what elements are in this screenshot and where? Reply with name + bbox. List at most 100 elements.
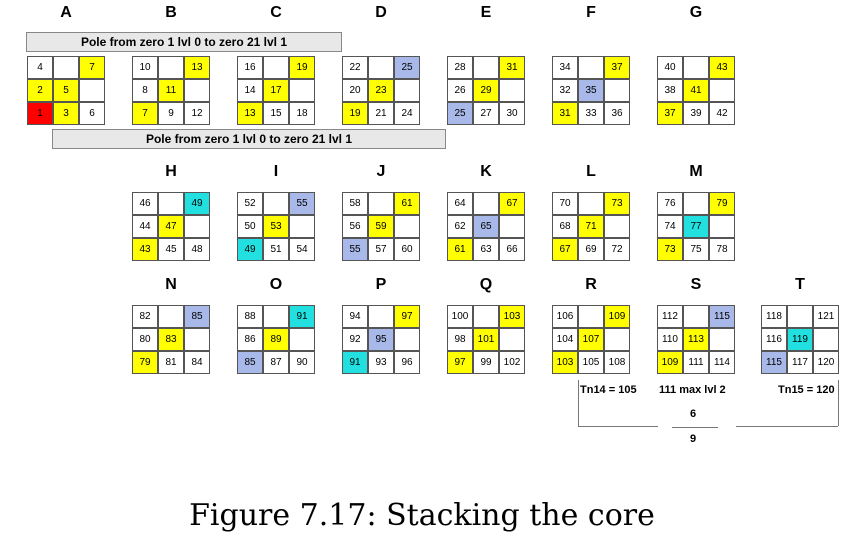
group-label-l: L <box>586 163 596 180</box>
cell-q-2-0: 97 <box>447 351 473 374</box>
group-label-j: J <box>376 163 386 180</box>
cell-e-2-1: 27 <box>473 102 499 125</box>
group-label-t: T <box>795 276 805 293</box>
cell-n-0-1 <box>158 305 184 328</box>
cell-p-0-0: 94 <box>342 305 368 328</box>
cell-e-2-2: 30 <box>499 102 525 125</box>
cell-i-0-1 <box>263 192 289 215</box>
cell-n-2-2: 84 <box>184 351 210 374</box>
cell-p-0-2: 97 <box>394 305 420 328</box>
cell-i-2-1: 51 <box>263 238 289 261</box>
cell-b-0-0: 10 <box>132 56 158 79</box>
cell-d-1-1: 23 <box>368 79 394 102</box>
cell-j-1-1: 59 <box>368 215 394 238</box>
cell-g-0-0: 40 <box>657 56 683 79</box>
cell-q-1-2 <box>499 328 525 351</box>
cell-j-0-2: 61 <box>394 192 420 215</box>
cell-m-0-2: 79 <box>709 192 735 215</box>
cell-s-2-1: 111 <box>683 351 709 374</box>
cell-t-1-0: 116 <box>761 328 787 351</box>
cell-r-1-1: 107 <box>578 328 604 351</box>
cell-e-1-0: 26 <box>447 79 473 102</box>
cell-d-0-1 <box>368 56 394 79</box>
cell-j-0-0: 58 <box>342 192 368 215</box>
cell-p-2-2: 96 <box>394 351 420 374</box>
cell-b-2-1: 9 <box>158 102 184 125</box>
cell-k-0-2: 67 <box>499 192 525 215</box>
cell-o-0-0: 88 <box>237 305 263 328</box>
cell-q-1-1: 101 <box>473 328 499 351</box>
group-label-d: D <box>375 4 387 21</box>
group-label-i: I <box>273 163 279 180</box>
cell-k-1-2 <box>499 215 525 238</box>
cell-r-1-2 <box>604 328 630 351</box>
cell-t-1-2 <box>813 328 839 351</box>
cell-n-1-2 <box>184 328 210 351</box>
cell-h-2-2: 48 <box>184 238 210 261</box>
cell-o-0-2: 91 <box>289 305 315 328</box>
cell-o-2-0: 85 <box>237 351 263 374</box>
cell-r-2-1: 105 <box>578 351 604 374</box>
cell-g-2-2: 42 <box>709 102 735 125</box>
cell-a-0-1 <box>53 56 79 79</box>
cell-f-2-1: 33 <box>578 102 604 125</box>
cell-t-2-2: 120 <box>813 351 839 374</box>
cell-f-2-0: 31 <box>552 102 578 125</box>
cell-j-2-2: 60 <box>394 238 420 261</box>
group-label-h: H <box>165 163 177 180</box>
cell-k-0-0: 64 <box>447 192 473 215</box>
cell-t-1-1: 119 <box>787 328 813 351</box>
cell-i-0-2: 55 <box>289 192 315 215</box>
cell-d-1-2 <box>394 79 420 102</box>
cell-q-1-0: 98 <box>447 328 473 351</box>
cell-e-2-0: 25 <box>447 102 473 125</box>
cell-l-1-1: 71 <box>578 215 604 238</box>
cell-d-0-2: 25 <box>394 56 420 79</box>
cell-h-1-2 <box>184 215 210 238</box>
cell-f-1-0: 32 <box>552 79 578 102</box>
group-label-g: G <box>689 4 703 21</box>
cell-h-2-1: 45 <box>158 238 184 261</box>
cell-b-0-1 <box>158 56 184 79</box>
cell-r-0-0: 106 <box>552 305 578 328</box>
cell-c-0-2: 19 <box>289 56 315 79</box>
cell-c-0-0: 16 <box>237 56 263 79</box>
cell-q-2-2: 102 <box>499 351 525 374</box>
cell-s-1-1: 113 <box>683 328 709 351</box>
cell-n-0-2: 85 <box>184 305 210 328</box>
group-label-b: B <box>165 4 177 21</box>
cell-t-2-0: 115 <box>761 351 787 374</box>
cell-i-1-2 <box>289 215 315 238</box>
cell-s-0-2: 115 <box>709 305 735 328</box>
cell-p-1-0: 92 <box>342 328 368 351</box>
cell-p-2-1: 93 <box>368 351 394 374</box>
cell-q-0-0: 100 <box>447 305 473 328</box>
cell-k-2-0: 61 <box>447 238 473 261</box>
group-label-n: N <box>165 276 177 293</box>
cell-h-2-0: 43 <box>132 238 158 261</box>
cell-b-2-2: 12 <box>184 102 210 125</box>
cell-j-1-0: 56 <box>342 215 368 238</box>
cell-m-1-1: 77 <box>683 215 709 238</box>
cell-k-1-0: 62 <box>447 215 473 238</box>
cell-g-2-1: 39 <box>683 102 709 125</box>
cell-i-1-1: 53 <box>263 215 289 238</box>
group-label-q: Q <box>479 276 493 293</box>
note-six: 6 <box>690 408 697 420</box>
cell-h-1-0: 44 <box>132 215 158 238</box>
group-label-m: M <box>689 163 703 180</box>
cell-a-2-2: 6 <box>79 102 105 125</box>
cell-l-0-0: 70 <box>552 192 578 215</box>
cell-s-0-1 <box>683 305 709 328</box>
cell-d-1-0: 20 <box>342 79 368 102</box>
group-label-f: F <box>586 4 596 21</box>
group-label-e: E <box>480 4 492 21</box>
cell-r-0-2: 109 <box>604 305 630 328</box>
cell-m-2-0: 73 <box>657 238 683 261</box>
cell-e-1-1: 29 <box>473 79 499 102</box>
sum-divider <box>672 427 718 428</box>
cell-l-2-0: 67 <box>552 238 578 261</box>
cell-a-1-0: 2 <box>27 79 53 102</box>
cell-f-2-2: 36 <box>604 102 630 125</box>
cell-n-2-0: 79 <box>132 351 158 374</box>
